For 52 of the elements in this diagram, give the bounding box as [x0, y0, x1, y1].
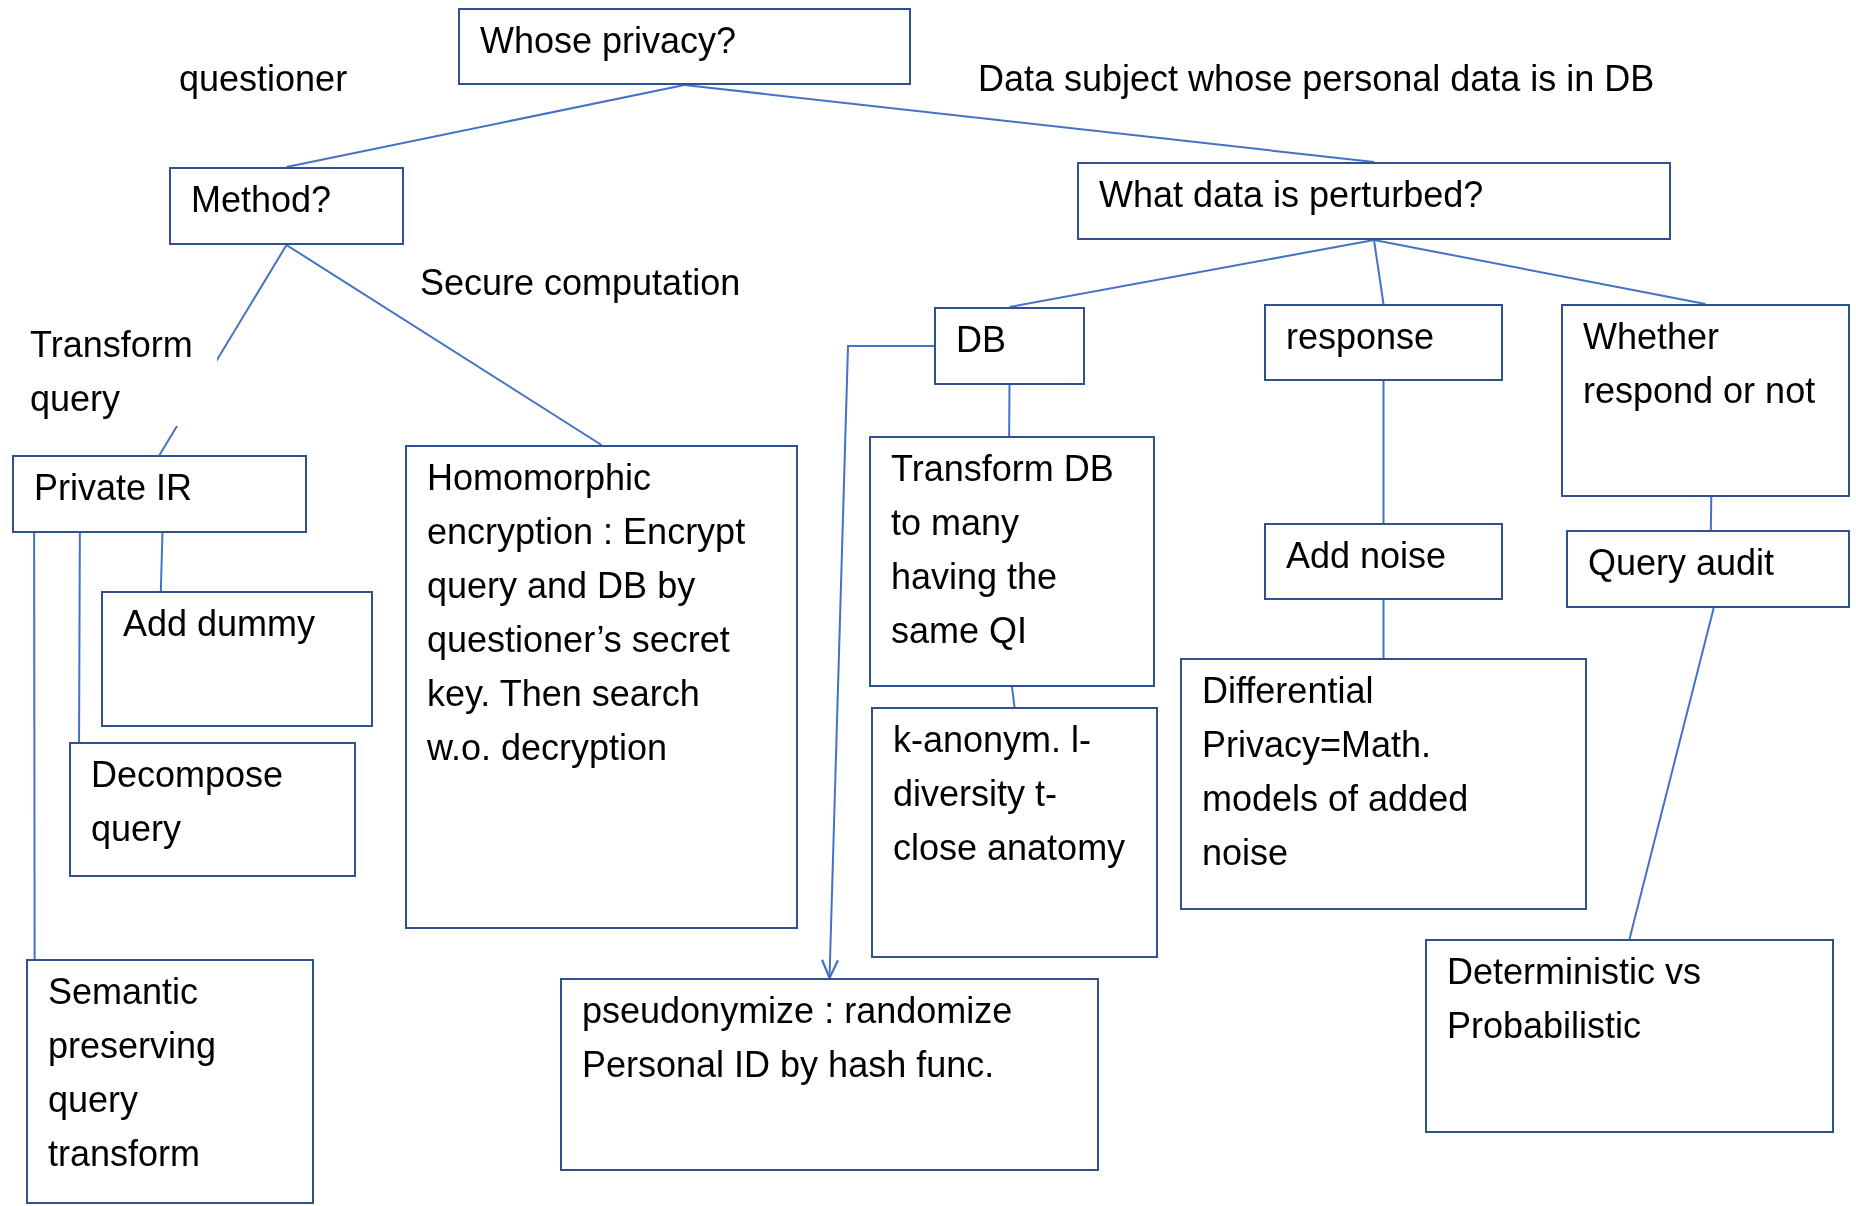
- topic-box: [560, 978, 1099, 1171]
- topic-box: [869, 436, 1155, 687]
- connector-line: [159, 532, 164, 592]
- node-text: Deterministic vs Probabilistic: [1447, 950, 1703, 1048]
- topic-box: [101, 591, 373, 727]
- connector-line: [1382, 599, 1385, 659]
- node-text: response: [1286, 315, 1436, 359]
- topic-box: [458, 8, 911, 85]
- node-text: Query audit: [1588, 541, 1776, 585]
- connector-line: [1008, 384, 1011, 437]
- node-text: Whose privacy?: [480, 19, 738, 63]
- topic-box: [1077, 162, 1671, 240]
- connector-line: [285, 244, 603, 446]
- topic-box: [1561, 304, 1850, 497]
- node-text: k-anonym. l-diversity t-close anatomy: [893, 718, 1127, 870]
- connector-line: [33, 532, 36, 960]
- node-text: Decompose query: [91, 753, 285, 851]
- arrow: [820, 345, 935, 980]
- connector-line: [285, 84, 686, 168]
- node-text: Differential Privacy=Math. models of added noise: [1202, 669, 1470, 875]
- connector-line: [1008, 239, 1375, 308]
- node-text: Method?: [191, 178, 333, 222]
- node-text: Add dummy: [123, 602, 317, 646]
- topic-box: [1180, 658, 1587, 910]
- connector-line: [1709, 496, 1713, 531]
- connector-line: [1011, 686, 1016, 708]
- topic-box: [1566, 530, 1850, 608]
- connector-line: [1382, 380, 1385, 524]
- node-text: DB: [956, 318, 1007, 362]
- connector-line: [1373, 239, 1385, 305]
- topic-box: [1425, 939, 1834, 1133]
- topic-box: [69, 742, 356, 877]
- connector-line: [1373, 239, 1707, 305]
- node-text: Whether respond or not: [1583, 315, 1817, 413]
- connector-line: [1628, 607, 1715, 940]
- node-text: Semantic preserving query transform: [48, 970, 218, 1176]
- node-text: Transform DB to many having the same QI: [891, 447, 1115, 653]
- node-text: Private IR: [34, 466, 194, 510]
- topic-box: [169, 167, 404, 245]
- topic-box: [871, 707, 1158, 958]
- topic-box: [934, 307, 1085, 385]
- topic-box: [12, 455, 307, 533]
- connector-line: [683, 84, 1375, 163]
- topic-box: [1264, 304, 1503, 381]
- node-text: Add noise: [1286, 534, 1448, 578]
- connector-line: [78, 532, 81, 743]
- topic-box: [405, 445, 798, 929]
- topic-box: [1264, 523, 1503, 600]
- node-text: pseudonymize : randomize Personal ID by hash func.: [582, 989, 1014, 1087]
- topic-box: [26, 959, 314, 1204]
- node-text: Homomorphic encryption : Encrypt query and DB by questioner’s secret key. Then search w.o. decryption: [427, 456, 747, 770]
- node-text: What data is perturbed?: [1099, 173, 1485, 217]
